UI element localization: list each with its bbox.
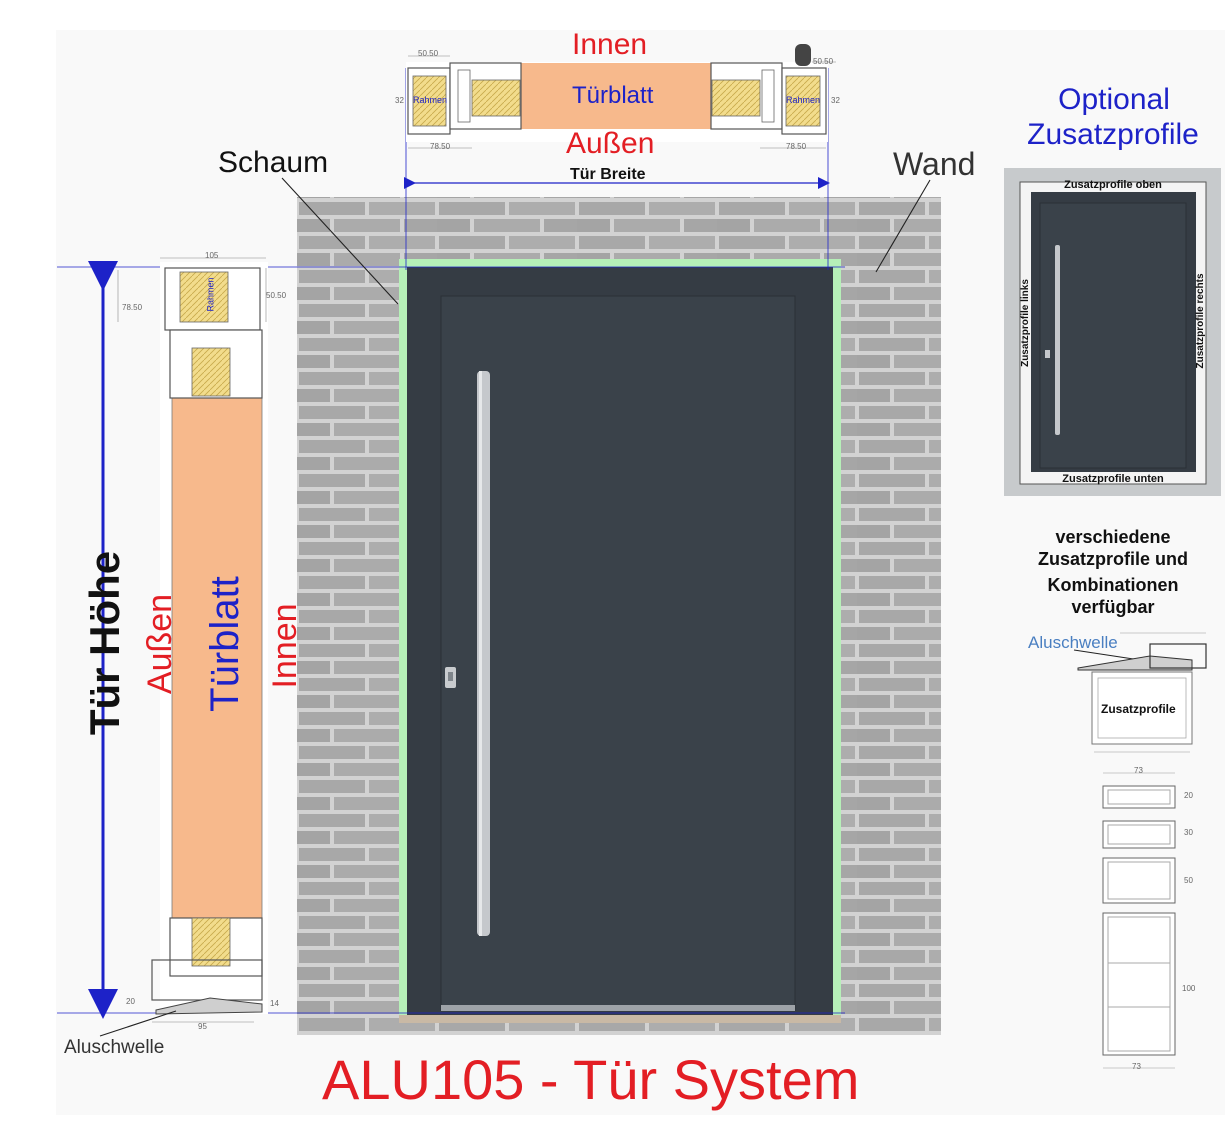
top-dim-6: 32	[831, 96, 840, 105]
main-title: ALU105 - Tür System	[322, 1048, 860, 1111]
side-dim-1: 105	[205, 251, 219, 260]
zusatz-rechts-label: Zusatzprofile rechts	[1195, 273, 1206, 369]
side-dim-3: 50.50	[266, 291, 287, 300]
wand-label: Wand	[893, 146, 976, 182]
side-rahmen-label: Rahmen	[205, 277, 216, 312]
side-turblatt-label: Türblatt	[203, 576, 247, 712]
desc-line-2: Zusatzprofile und	[1038, 549, 1188, 569]
optional-title-1: Optional	[1058, 83, 1170, 116]
top-dim-5: 32	[395, 96, 404, 105]
side-dim-4: 20	[126, 997, 135, 1006]
top-innen-label: Innen	[572, 28, 648, 61]
desc-line-4: verfügbar	[1071, 597, 1155, 617]
top-aussen-label: Außen	[566, 127, 655, 160]
side-dim-5: 14	[270, 999, 279, 1008]
side-dim-2: 78.50	[122, 303, 143, 312]
top-rahmen-right: Rahmen	[786, 95, 821, 105]
height-label: Tür Höhe	[81, 550, 128, 736]
side-aussen-label: Außen	[141, 593, 179, 695]
zusatz-links-label: Zusatzprofile links	[1020, 279, 1031, 367]
side-innen-label: Innen	[266, 603, 304, 689]
profile-dim-3: 30	[1184, 828, 1193, 837]
desc-line-1: verschiedene	[1055, 527, 1171, 547]
door-lock	[445, 667, 456, 688]
width-label: Tür Breite	[570, 166, 646, 183]
side-cross-section	[117, 257, 268, 1023]
door-handle-bar	[477, 371, 490, 936]
threshold-profile-detail	[1077, 632, 1207, 753]
optional-aluschwelle-label: Aluschwelle	[1028, 633, 1118, 652]
schaum-label: Schaum	[218, 146, 329, 179]
optional-zusatzprofile-label: Zusatzprofile	[1101, 702, 1176, 716]
top-dim-3: 78.50	[786, 142, 807, 151]
aluschwelle-label: Aluschwelle	[64, 1037, 165, 1058]
zusatz-oben-label: Zusatzprofile oben	[1064, 179, 1162, 191]
profile-dim-2: 20	[1184, 791, 1193, 800]
top-cross-section	[406, 44, 836, 149]
top-dim-1: 50.50	[418, 49, 439, 58]
profile-dim-1: 73	[1134, 766, 1143, 775]
desc-line-3: Kombinationen	[1047, 575, 1179, 595]
profile-dim-5: 100	[1182, 984, 1196, 993]
top-turblatt-label: Türblatt	[572, 82, 654, 109]
pointer-lines	[99, 177, 1141, 1037]
profile-dim-4: 50	[1184, 876, 1193, 885]
profile-dim-6: 73	[1132, 1062, 1141, 1071]
top-dim-2: 78.50	[430, 142, 451, 151]
additional-profiles-stack	[1102, 772, 1176, 1069]
top-dim-4: 50.50	[813, 57, 834, 66]
side-dim-6: 95	[198, 1022, 207, 1031]
optional-title-2: Zusatzprofile	[1027, 118, 1199, 151]
optional-door-thumbnail	[1004, 168, 1221, 496]
zusatz-unten-label: Zusatzprofile unten	[1062, 473, 1164, 485]
top-rahmen-left: Rahmen	[413, 95, 448, 105]
door-opening	[399, 259, 841, 1023]
